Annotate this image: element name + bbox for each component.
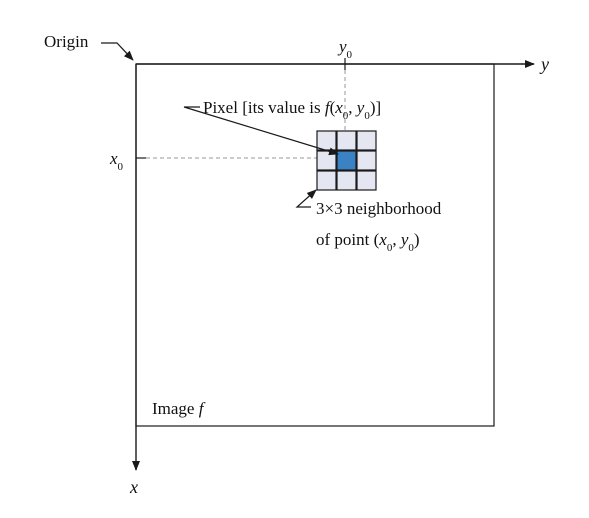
pixel-annotation: Pixel [its value is f(x0, y0)] [203,98,381,122]
neighborhood-cell [356,170,377,191]
neighborhood-cell [316,150,337,171]
y0-label: y0 [337,37,353,61]
x0-label: x0 [109,149,124,173]
neighborhood-cell [316,130,337,151]
center-pixel [336,150,357,171]
origin-leader [101,42,134,61]
x-axis-label: x [129,477,138,497]
neighborhood-cell [356,130,377,151]
neighborhood-grid [316,130,377,191]
origin-label: Origin [44,32,89,51]
neighborhood-pointer [295,189,317,208]
neighborhood-annotation-line2: of point (x0, y0) [316,230,420,254]
y-axis-label: y [539,54,549,74]
neighborhood-annotation-line1: 3×3 neighborhood [316,199,442,218]
image-frame [135,63,495,427]
neighborhood-cell [336,130,357,151]
neighborhood-cell [356,150,377,171]
image-label: Image f [152,399,206,418]
neighborhood-cell [336,170,357,191]
neighborhood-cell [316,170,337,191]
pixel-pointer [183,106,339,156]
